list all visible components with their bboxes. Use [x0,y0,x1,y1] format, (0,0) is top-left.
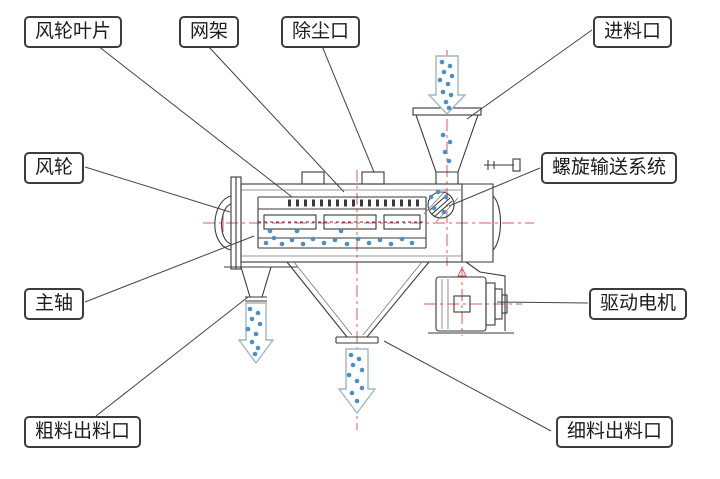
screen-drum [257,196,427,249]
label-fine-outlet: 细料出料口 [556,416,674,448]
wind-wheel-housing [214,176,298,270]
motor-bracket [428,261,514,334]
dust-ports [301,171,385,185]
label-dust-port: 除尘口 [281,16,361,48]
flow-arrows [237,55,467,415]
label-coarse-outlet: 粗料出料口 [24,416,142,448]
leader-lines [84,29,593,432]
main-body [240,183,463,263]
label-main-shaft: 主轴 [24,288,85,320]
label-wind-wheel-blade: 风轮叶片 [24,16,123,48]
label-drive-motor: 驱动电机 [589,288,688,320]
label-screw-conveyor: 螺旋输送系统 [541,152,678,184]
particles [245,59,455,404]
fine-outlet-cone [286,261,430,344]
screw-conveyor [423,158,521,263]
label-mesh-frame: 网架 [179,16,240,48]
label-wind-wheel: 风轮 [24,152,85,184]
label-feed-inlet: 进料口 [593,16,673,48]
drive-motor [435,276,508,332]
coarse-outlet-chute [240,266,272,302]
motor-axis-marker [457,266,467,277]
